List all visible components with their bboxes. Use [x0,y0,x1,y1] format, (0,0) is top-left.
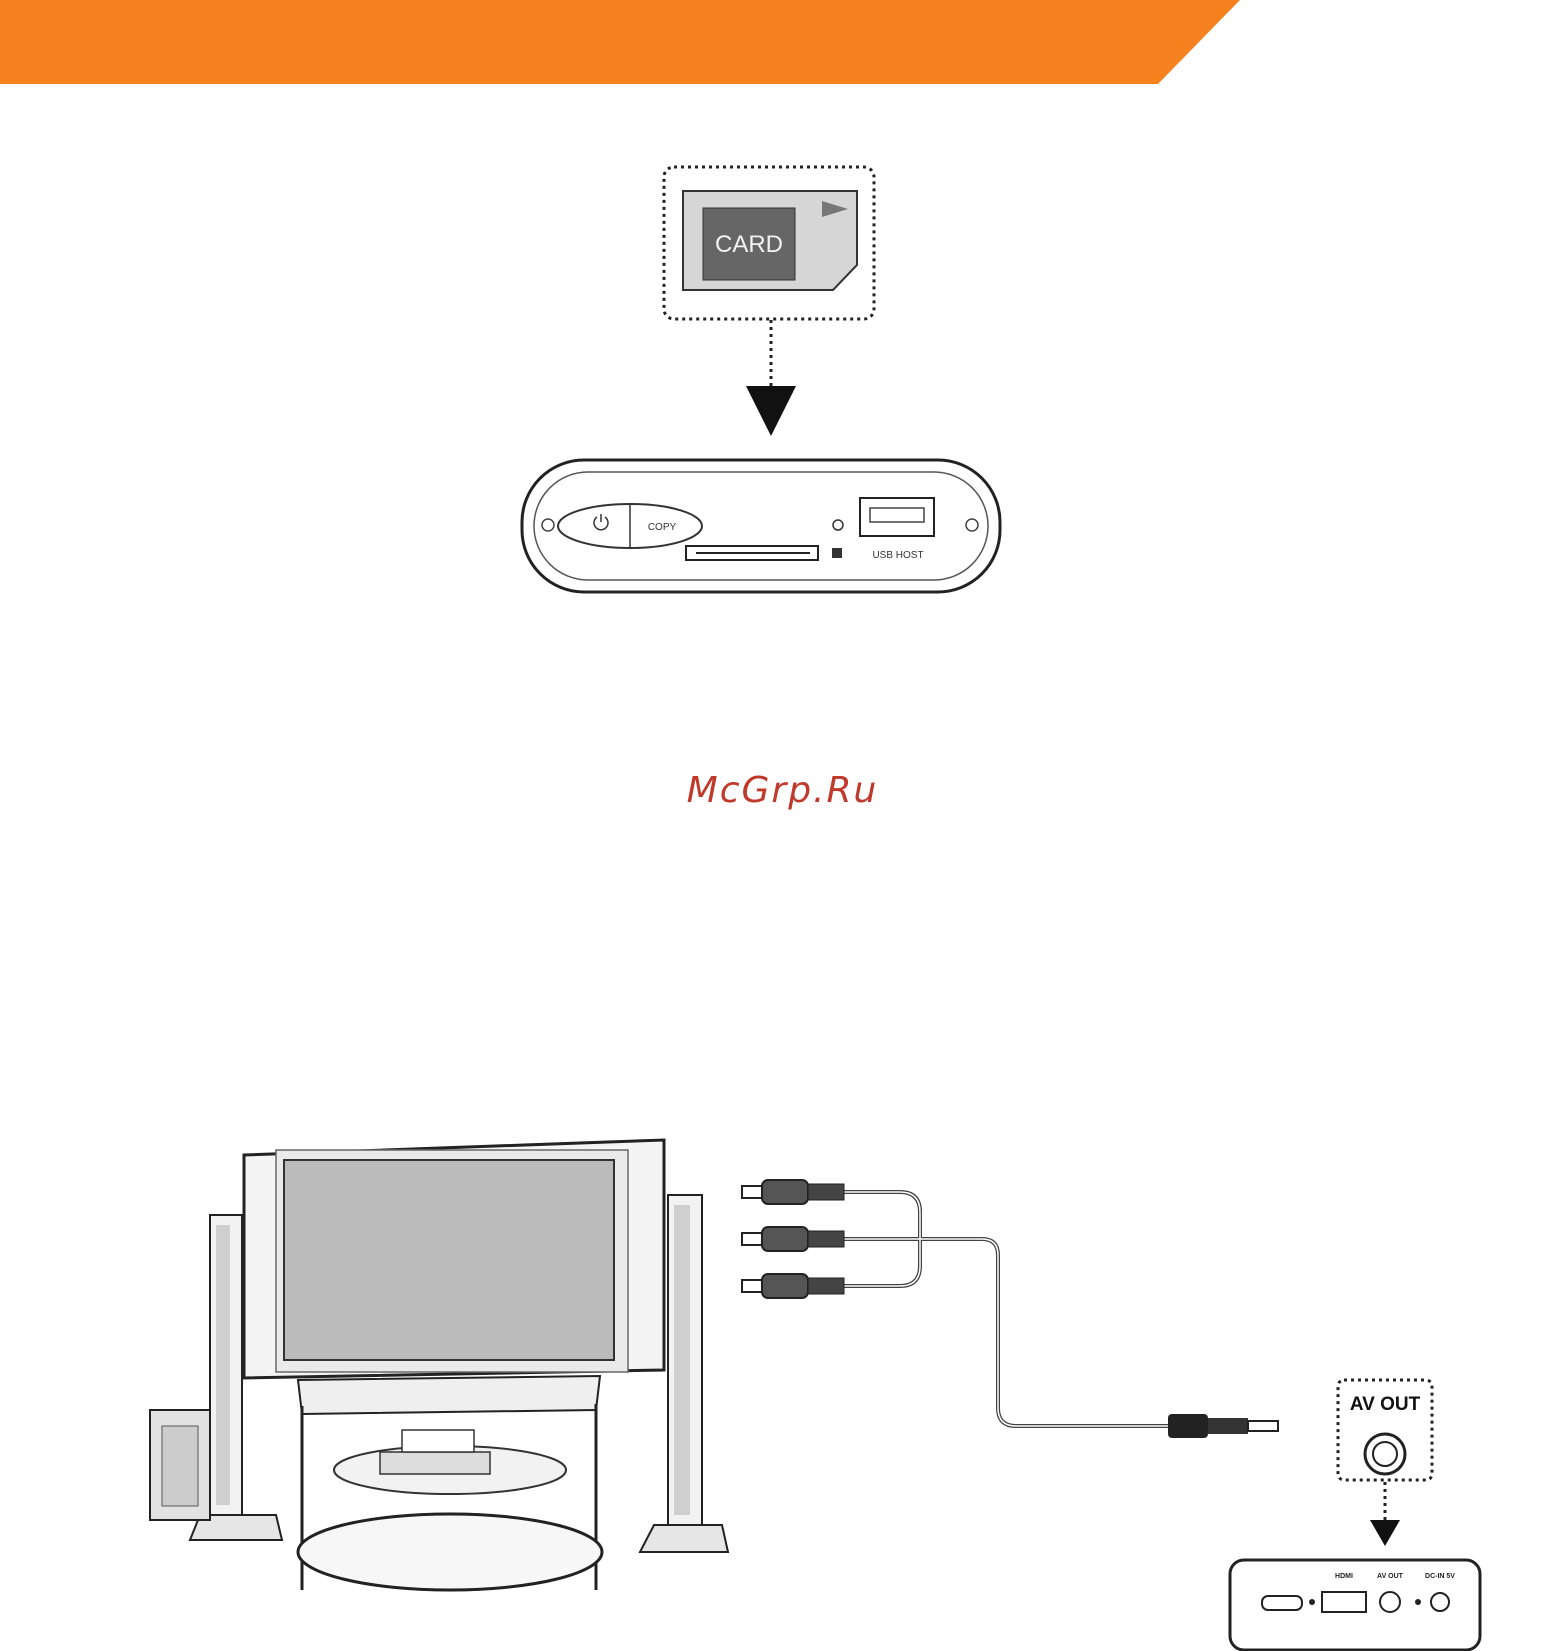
dc-in-port-label: DC-IN 5V [1425,1573,1455,1580]
watermark: McGrp.Ru [0,770,1565,811]
rca-plug-icon [742,1274,844,1298]
av-connection-diagram: AV OUT HDMI AV OUT DC-IN 5V [0,1070,1565,1651]
jack-plug-icon [1168,1414,1278,1438]
copy-button-label: COPY [648,522,677,533]
av-out-label: AV OUT [1350,1394,1421,1415]
hdmi-port-label: HDMI [1335,1573,1353,1580]
media-player-front: COPY USB HOST [522,460,1000,592]
down-arrow-icon [746,386,796,436]
rca-plug-icon [742,1180,844,1204]
usb-host-label: USB HOST [872,550,923,561]
media-player-rear: HDMI AV OUT DC-IN 5V [1230,1560,1480,1650]
subwoofer [150,1410,210,1520]
card-slot-indicator [832,548,842,558]
card-insert-diagram: CARD COPY USB HOST [500,150,1020,620]
av-out-port-label: AV OUT [1377,1573,1404,1580]
header-banner [0,0,1565,90]
television [244,1140,664,1378]
dvd-player [380,1452,490,1474]
tv-screen [284,1160,614,1360]
tv-stand [298,1376,602,1590]
card-label: CARD [715,231,783,258]
rca-cable [840,1192,1168,1426]
rca-cable-inner [840,1192,1168,1426]
av-out-jack [1365,1434,1405,1474]
down-arrow-icon [1370,1520,1400,1546]
rca-plug-icon [742,1227,844,1251]
